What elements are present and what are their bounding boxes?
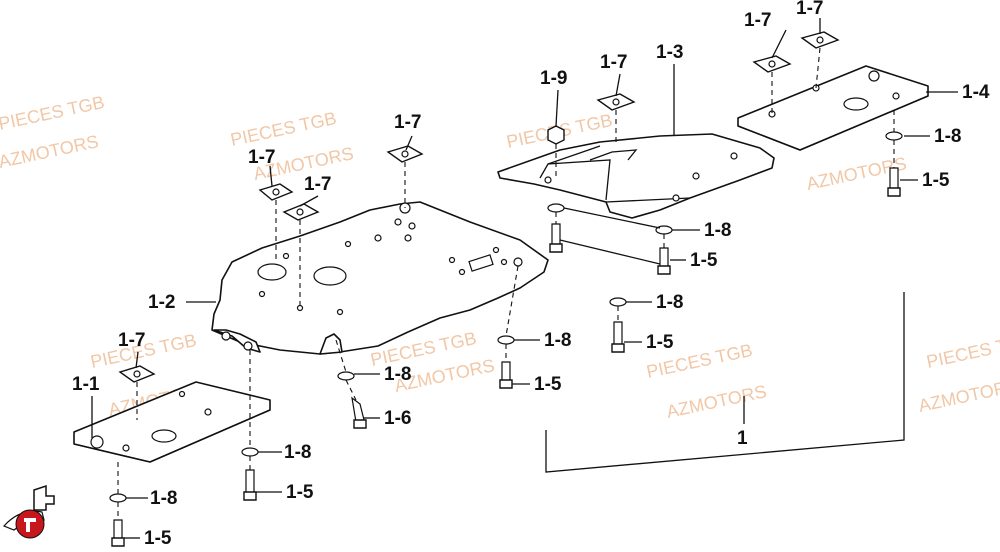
bolt: [613, 321, 623, 347]
clip-nut: [386, 145, 424, 163]
clip-nuts: [118, 31, 840, 383]
label-1-7: 1-7: [304, 174, 331, 195]
label-1-5: 1-5: [690, 250, 718, 271]
washer: [497, 335, 515, 345]
watermark-text: PIECES TGB: [0, 92, 106, 134]
label-1-8: 1-8: [284, 442, 311, 463]
clip-nut: [282, 203, 320, 221]
label-1-7: 1-7: [796, 0, 823, 19]
watermark-text: PIECES TGB: [925, 330, 1000, 372]
washer: [109, 493, 127, 503]
label-1: 1: [737, 428, 748, 449]
label-1-6: 1-6: [384, 408, 411, 429]
label-1-1: 1-1: [72, 374, 100, 395]
clip-nut: [800, 31, 840, 49]
leader-lines: [91, 18, 958, 539]
bolt: [245, 469, 255, 495]
hex-nut: [547, 125, 565, 145]
label-1-8: 1-8: [704, 220, 731, 241]
label-1-8: 1-8: [150, 488, 177, 509]
clip-nut: [118, 365, 156, 383]
bolt: [551, 223, 561, 247]
part-front-left-plate: [73, 381, 271, 463]
bolt: [113, 519, 123, 541]
label-1-5: 1-5: [286, 482, 314, 503]
washer: [547, 203, 565, 213]
clip-nut: [752, 55, 792, 73]
label-1-8: 1-8: [384, 364, 411, 385]
part-main-skid-plate: [211, 201, 549, 355]
label-1-5: 1-5: [922, 170, 950, 191]
label-1-5: 1-5: [534, 374, 562, 395]
label-1-5: 1-5: [144, 528, 172, 549]
washer: [337, 371, 355, 381]
brand-logo: [2, 484, 55, 539]
assembly-lines: [117, 47, 895, 520]
washer: [241, 447, 259, 457]
label-1-7: 1-7: [744, 10, 771, 31]
label-1-4: 1-4: [962, 82, 990, 103]
watermark-text: AZMOTORS: [0, 131, 100, 172]
label-1-8: 1-8: [544, 330, 571, 351]
part-top-right-plate: [737, 65, 929, 151]
bolt: [351, 396, 365, 423]
label-1-5: 1-5: [646, 332, 674, 353]
callout-labels: 1-7 1-7 1-7 1-7 1-1 1-2 1-9 1-7 1-3 1-7 …: [72, 0, 990, 549]
label-1-8: 1-8: [656, 292, 683, 313]
label-1-9: 1-9: [540, 68, 567, 89]
label-1-2: 1-2: [148, 292, 175, 313]
label-1-7: 1-7: [118, 330, 145, 351]
watermark-text: AZMOTORS: [665, 381, 769, 422]
bolt: [889, 167, 899, 191]
clip-nut: [596, 93, 636, 111]
watermark-text: AZMOTORS: [917, 375, 1000, 416]
bolt: [501, 361, 511, 383]
label-1-7: 1-7: [248, 147, 275, 168]
label-1-8: 1-8: [934, 126, 961, 147]
label-1-3: 1-3: [656, 42, 683, 63]
washer: [885, 131, 903, 141]
label-1-7: 1-7: [600, 52, 627, 73]
label-1-7: 1-7: [394, 112, 421, 133]
part-upper-right-plate: [497, 133, 775, 219]
washer: [609, 297, 627, 307]
bolt: [659, 247, 669, 269]
watermark-text: PIECES TGB: [229, 108, 339, 150]
clip-nut: [258, 183, 294, 201]
